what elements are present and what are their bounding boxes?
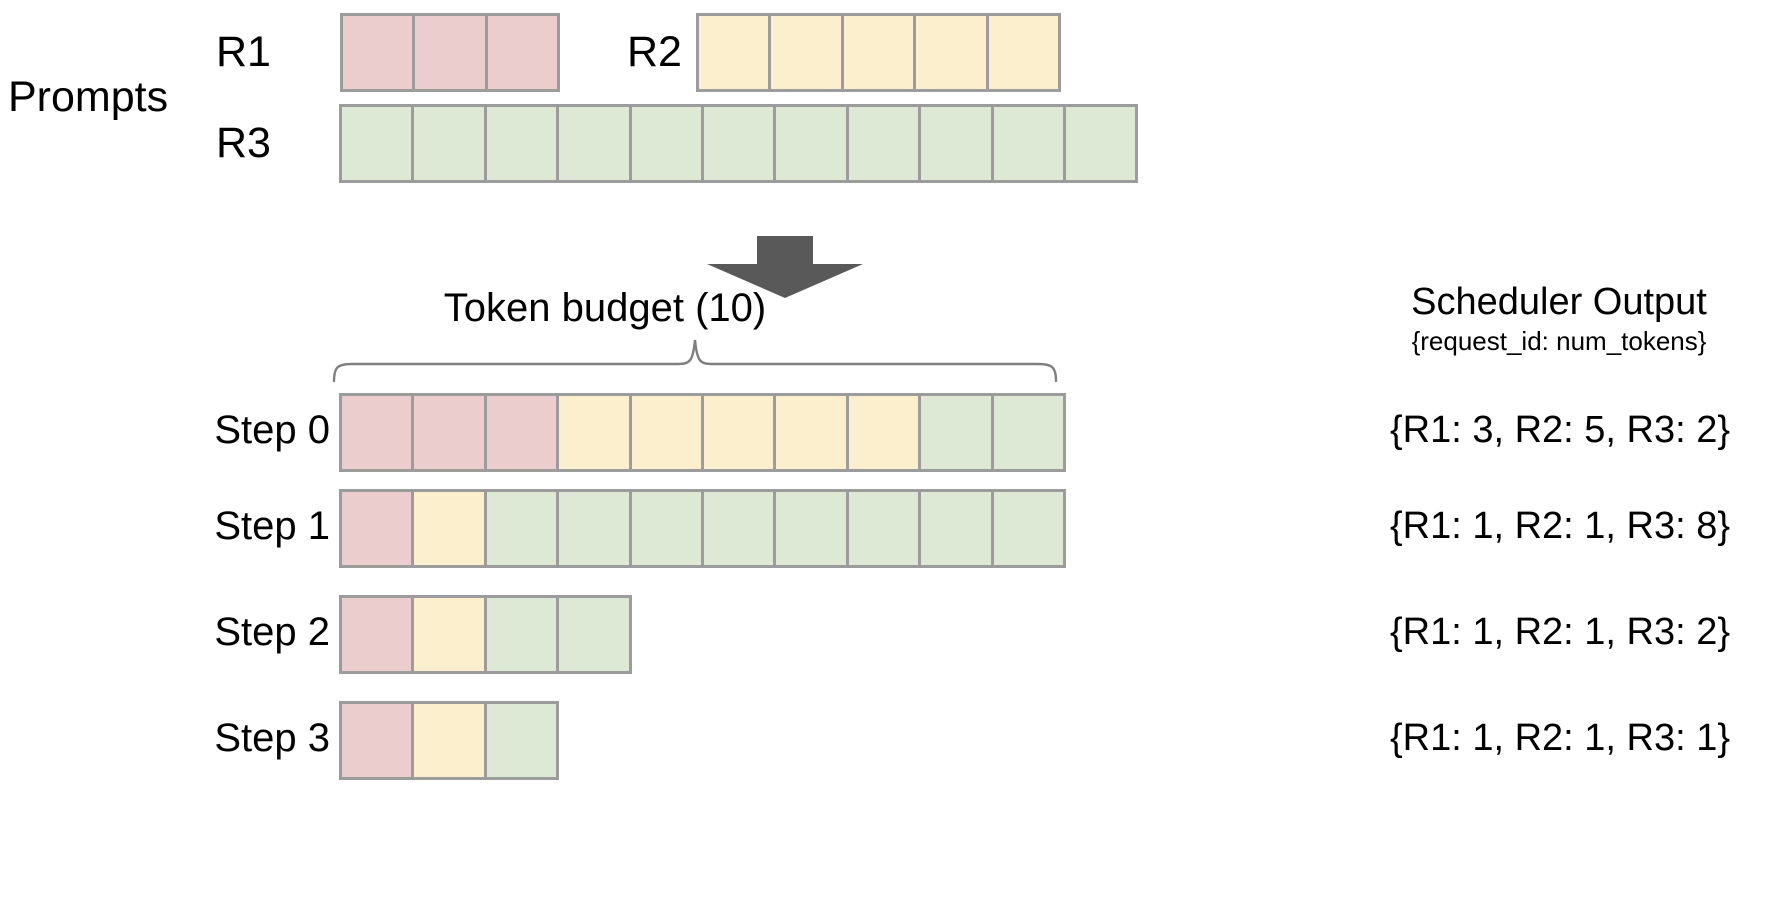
token-cell-r3	[993, 107, 1067, 180]
token-cell-r3	[776, 492, 849, 565]
request-label-r1: R1	[216, 28, 271, 76]
token-cell-r3	[486, 598, 560, 671]
token-cell-r3	[848, 492, 922, 565]
token-cell-r2	[699, 16, 772, 89]
token-cell-r3	[559, 107, 632, 180]
token-cell-r1	[342, 598, 415, 671]
token-cell-r3	[559, 492, 632, 565]
token-budget-label: Token budget (10)	[443, 286, 767, 330]
token-cell-r2	[414, 492, 487, 565]
token-cell-r1	[342, 704, 415, 777]
token-cell-r3	[559, 598, 629, 671]
token-cell-r3	[486, 107, 560, 180]
token-cell-r3	[993, 492, 1064, 565]
scheduler-output-subtitle: {request_id: num_tokens}	[1411, 326, 1707, 356]
token-cell-r1	[487, 16, 558, 89]
request-label-r3: R3	[216, 119, 271, 167]
token-cell-r3	[921, 492, 994, 565]
curly-brace-icon	[330, 337, 1060, 388]
token-cell-r1	[343, 16, 416, 89]
prompt-token-row-r1	[340, 13, 561, 92]
token-cell-r3	[921, 107, 994, 180]
token-cell-r3	[993, 396, 1064, 469]
token-cell-r2	[559, 396, 632, 469]
step-label-0: Step 0	[214, 408, 330, 452]
token-cell-r2	[704, 396, 777, 469]
scheduler-output-title: Scheduler Output	[1411, 281, 1707, 323]
scheduler-output-1: {R1: 1, R2: 1, R3: 8}	[1389, 505, 1731, 547]
token-cell-r1	[414, 396, 487, 469]
step-label-3: Step 3	[214, 716, 330, 760]
step-token-row-0	[339, 393, 1066, 472]
token-cell-r3	[414, 107, 487, 180]
token-cell-r3	[631, 107, 705, 180]
token-cell-r3	[776, 107, 849, 180]
token-cell-r2	[843, 16, 917, 89]
down-arrow-icon	[700, 232, 870, 307]
scheduler-output-3: {R1: 1, R2: 1, R3: 1}	[1389, 717, 1731, 759]
token-cell-r2	[414, 598, 487, 671]
prompt-token-row-r3	[339, 104, 1139, 183]
token-cell-r1	[415, 16, 488, 89]
token-cell-r1	[342, 396, 415, 469]
token-cell-r2	[414, 704, 487, 777]
step-token-row-2	[339, 595, 632, 674]
token-cell-r2	[776, 396, 849, 469]
prompt-token-row-r2	[696, 13, 1061, 92]
prompts-label: Prompts	[8, 73, 169, 121]
token-cell-r3	[631, 492, 705, 565]
token-cell-r2	[848, 396, 922, 469]
token-cell-r3	[704, 492, 777, 565]
token-cell-r3	[486, 704, 557, 777]
token-cell-r2	[631, 396, 705, 469]
scheduler-output-2: {R1: 1, R2: 1, R3: 2}	[1389, 611, 1731, 653]
token-cell-r3	[342, 107, 415, 180]
request-label-r2: R2	[627, 28, 682, 76]
token-cell-r3	[848, 107, 922, 180]
token-cell-r2	[916, 16, 989, 89]
step-token-row-3	[339, 701, 560, 780]
token-cell-r3	[921, 396, 994, 469]
scheduler-output-0: {R1: 3, R2: 5, R3: 2}	[1389, 409, 1731, 451]
token-cell-r3	[1066, 107, 1136, 180]
token-cell-r2	[771, 16, 844, 89]
step-label-1: Step 1	[214, 504, 330, 548]
token-cell-r2	[988, 16, 1059, 89]
step-token-row-1	[339, 489, 1066, 568]
token-cell-r3	[704, 107, 777, 180]
step-label-2: Step 2	[214, 610, 330, 654]
token-cell-r1	[342, 492, 415, 565]
token-cell-r3	[486, 492, 560, 565]
token-cell-r1	[486, 396, 560, 469]
